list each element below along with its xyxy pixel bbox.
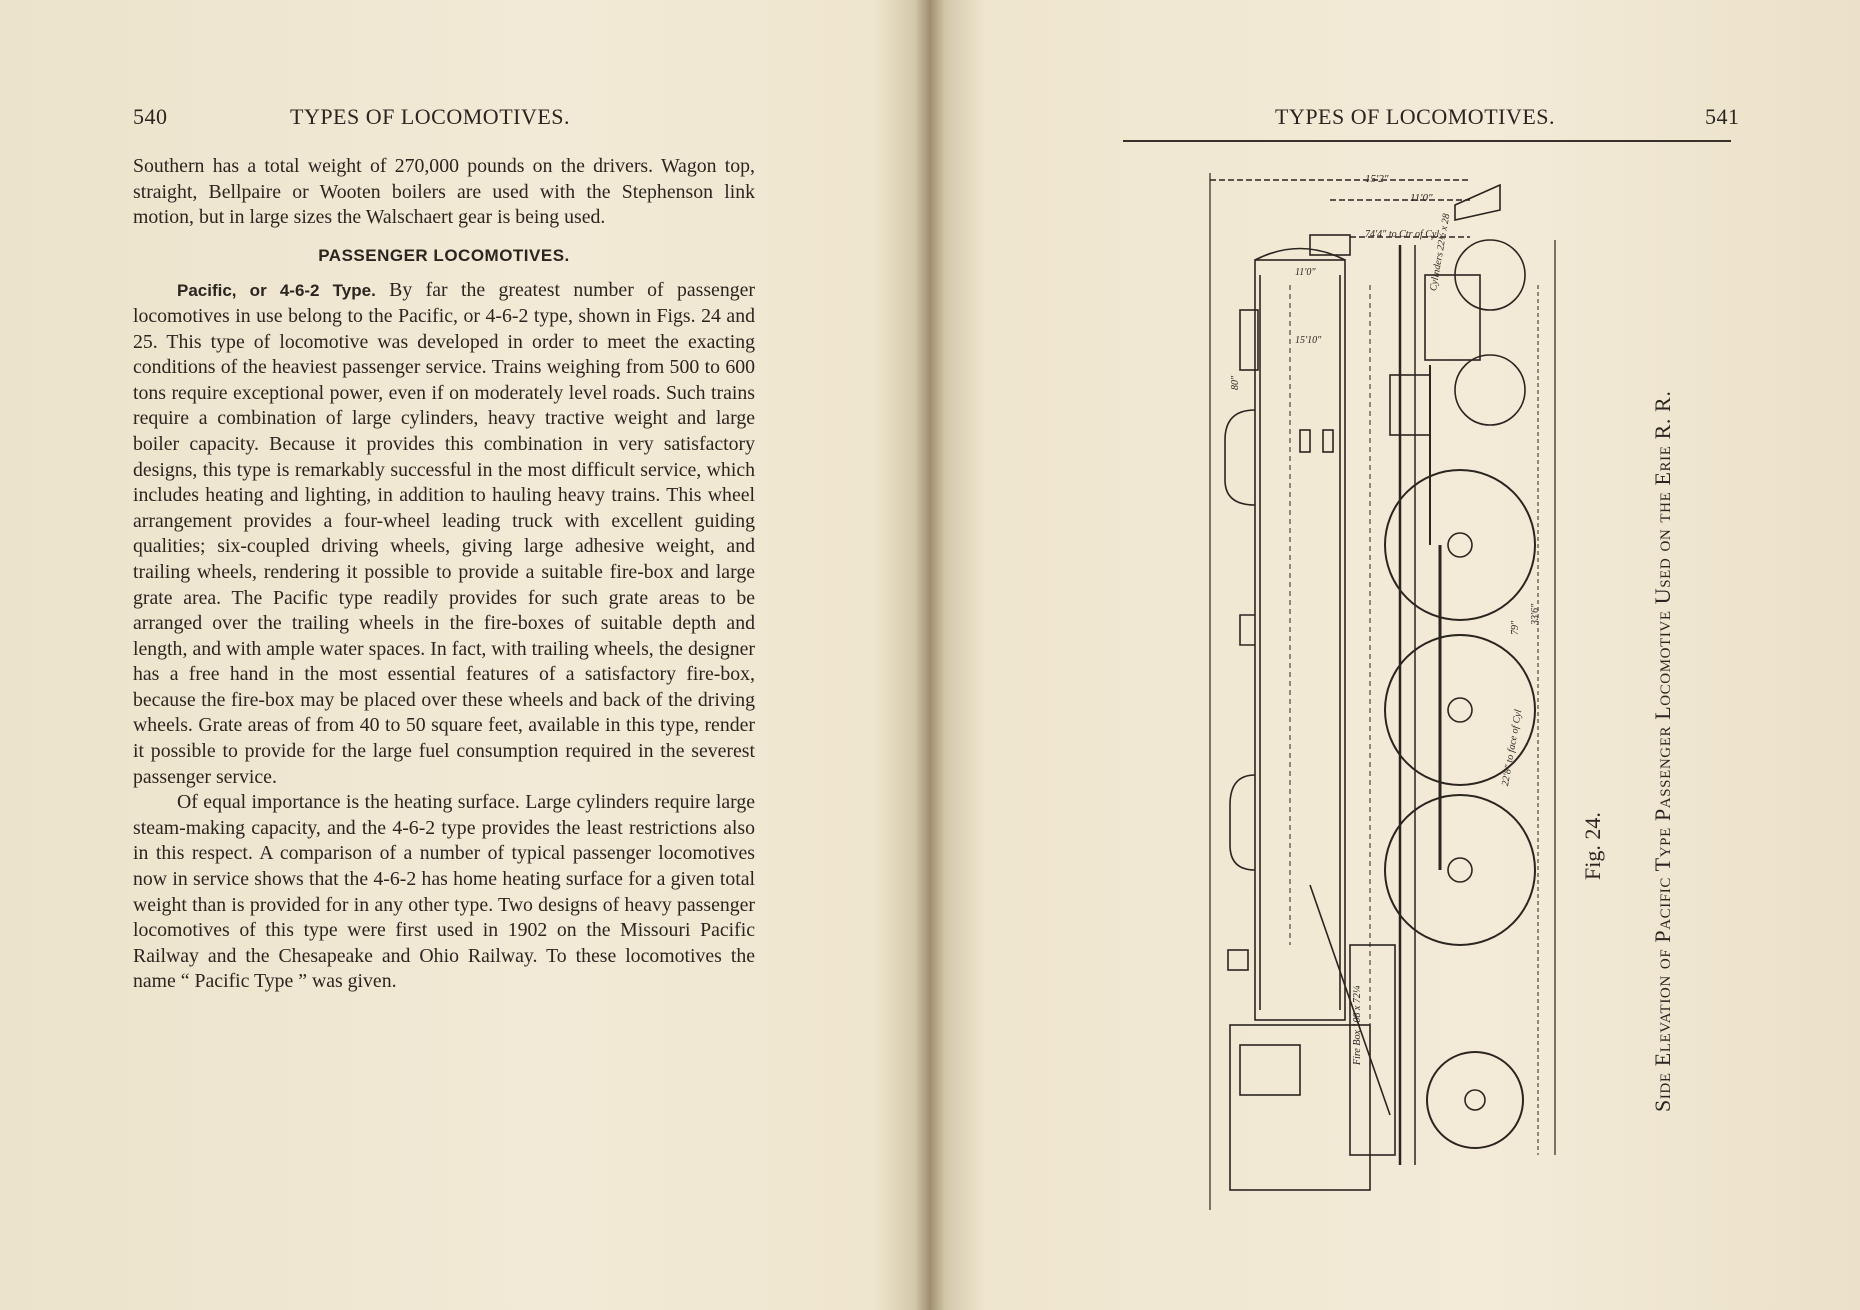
running-head-left: TYPES OF LOCOMOTIVES. bbox=[290, 104, 571, 129]
section-heading: PASSENGER LOCOMOTIVES. bbox=[318, 245, 570, 265]
dim-b: 74'4" to Ctr of Cyl bbox=[1365, 229, 1440, 240]
valve-chest bbox=[1389, 374, 1431, 436]
locomotive-side-elevation-drawing: 15'2" 11'0" 74'4" to Ctr of Cyl 11'0" 15… bbox=[1200, 165, 1570, 1220]
steam-dome bbox=[1224, 409, 1256, 506]
left-page: 540 TYPES OF LOCOMOTIVES. Southern has a… bbox=[0, 0, 930, 1310]
pilot bbox=[1454, 183, 1501, 221]
page-number-left: 540 bbox=[133, 104, 168, 129]
driving-hub-1 bbox=[1447, 532, 1473, 558]
dim-c: 11'0" bbox=[1295, 267, 1316, 278]
ash-pan-line bbox=[1309, 884, 1391, 1116]
paragraph-1-text: By far the greatest number of passenger … bbox=[133, 279, 755, 788]
dim-h: 80" bbox=[1230, 375, 1241, 390]
trailing-hub bbox=[1464, 1089, 1486, 1111]
smokebox-front bbox=[1254, 247, 1346, 261]
intro-paragraph: Southern has a total weight of 270,000 p… bbox=[133, 155, 755, 229]
figure-label: Fig. 24. bbox=[1580, 812, 1605, 880]
cylinder bbox=[1424, 274, 1481, 361]
driving-hub-3 bbox=[1447, 857, 1473, 883]
dim-a: 11'0" bbox=[1410, 192, 1433, 204]
dome-3 bbox=[1229, 774, 1256, 871]
head-rule bbox=[1123, 140, 1731, 142]
body-text: Southern has a total weight of 270,000 p… bbox=[133, 154, 755, 995]
dim-g: 79" bbox=[1510, 620, 1521, 635]
book-gutter bbox=[915, 0, 945, 1310]
driving-wheel-1 bbox=[1384, 469, 1536, 621]
run-in-heading: Pacific, or 4-6-2 Type. bbox=[177, 281, 376, 301]
driving-wheel-3 bbox=[1384, 794, 1536, 946]
fire-box bbox=[1349, 944, 1396, 1156]
paragraph-heating-surface: Of equal importance is the heating surfa… bbox=[133, 791, 755, 993]
dim-overall: 15'2" bbox=[1365, 173, 1389, 185]
right-page: TYPES OF LOCOMOTIVES. 541 bbox=[930, 0, 1860, 1310]
fire-box-label: Fire Box 108 x 72¼ bbox=[1352, 985, 1363, 1065]
leading-wheel-2 bbox=[1454, 354, 1526, 426]
cab-window bbox=[1239, 1044, 1301, 1096]
leading-wheel-1 bbox=[1454, 239, 1526, 311]
figure-caption: Side Elevation of Pacific Type Passenger… bbox=[1650, 390, 1675, 1112]
sand-dome bbox=[1239, 614, 1255, 646]
driving-hub-2 bbox=[1447, 697, 1473, 723]
fitting-1 bbox=[1299, 429, 1311, 453]
headlight bbox=[1309, 234, 1351, 256]
bell bbox=[1227, 949, 1249, 971]
driving-wheel-2 bbox=[1384, 634, 1536, 786]
fitting-2 bbox=[1322, 429, 1334, 453]
trailing-wheel bbox=[1426, 1051, 1524, 1149]
drawing-svg bbox=[1209, 173, 1556, 1210]
dim-f: 33'6" bbox=[1530, 603, 1541, 625]
boiler-outline bbox=[1254, 259, 1346, 1021]
paragraph-pacific: Pacific, or 4-6-2 Type. By far the great… bbox=[133, 278, 755, 790]
dim-d: 15'10" bbox=[1295, 335, 1322, 346]
running-head-right: TYPES OF LOCOMOTIVES. bbox=[1275, 104, 1556, 129]
page-number-right: 541 bbox=[1705, 104, 1740, 129]
stack bbox=[1239, 309, 1259, 371]
